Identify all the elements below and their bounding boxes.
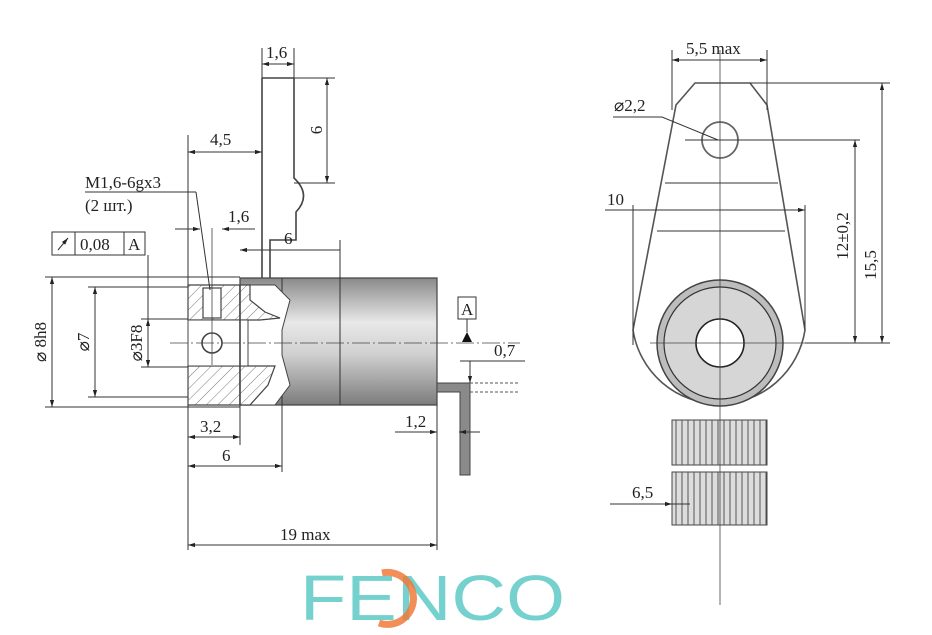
- thread-note: M1,6-6gx3: [85, 173, 161, 192]
- dim-hub-length-total: 6: [222, 446, 231, 465]
- datum-triangle-icon: [462, 332, 472, 342]
- thread-qty: (2 шт.): [85, 196, 133, 215]
- tolerance-datum: A: [128, 235, 141, 254]
- dim-bracket-offset: 4,5: [210, 130, 231, 149]
- dim-terminal-thickness: 0,7: [494, 341, 516, 360]
- hub-section: [187, 284, 281, 406]
- dim-overall-length: 19 max: [280, 525, 331, 544]
- motor-body: [239, 277, 438, 406]
- comb-teeth: [671, 419, 768, 526]
- labels-front: 5,5 max ⌀2,2 10 12±0,2 15,5 6,5: [607, 39, 880, 502]
- dim-bracket-thickness: 1,6: [266, 43, 287, 62]
- dim-bore-diameter: ⌀3F8: [127, 325, 146, 362]
- dim-diameter-7: ⌀7: [74, 332, 93, 351]
- dim-body-step: 6: [284, 229, 293, 248]
- dim-width: 10: [607, 190, 624, 209]
- dim-comb-width: 6,5: [632, 483, 653, 502]
- dimensions-side: [45, 48, 525, 550]
- bracket: [261, 77, 305, 278]
- datum-label: A: [461, 300, 474, 319]
- runout-icon: [57, 237, 69, 251]
- dim-bracket-height: 6: [307, 126, 326, 135]
- watermark-arc-icon: [377, 568, 417, 628]
- dim-outer-diameter: ⌀ 8h8: [31, 322, 50, 362]
- lever: [632, 82, 806, 407]
- watermark-text: FENCO: [300, 562, 565, 634]
- dim-hub-length: 3,2: [200, 417, 221, 436]
- fenco-watermark-logo: FENCO: [300, 562, 565, 634]
- dim-screw-offset: 1,6: [228, 207, 249, 226]
- dim-hole-distance: 12±0,2: [833, 212, 852, 260]
- tolerance-value: 0,08: [80, 235, 110, 254]
- dim-top-width: 5,5 max: [686, 39, 741, 58]
- labels-side: 1,6 6 4,5 M1,6-6gx3 (2 шт.) 1,6 6 0,08 A…: [31, 43, 516, 544]
- dim-terminal-offset: 1,2: [405, 412, 426, 431]
- dim-overall-height: 15,5: [861, 250, 880, 280]
- dimensions-front: [605, 50, 890, 507]
- terminal: [436, 382, 520, 476]
- dim-hole-diameter: ⌀2,2: [614, 96, 646, 115]
